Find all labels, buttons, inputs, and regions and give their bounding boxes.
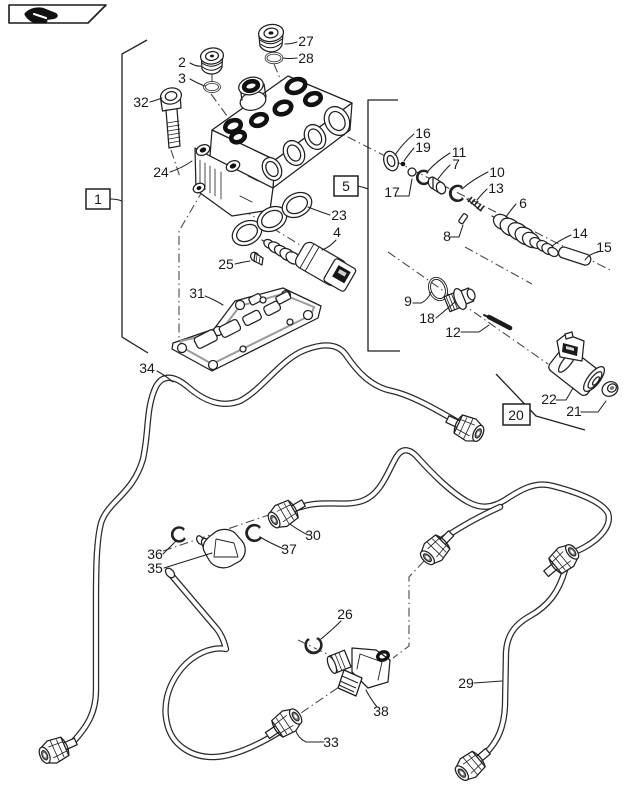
valve-body-24 [192,75,353,217]
callout-25: 25 [218,256,234,272]
solenoid-22 [548,331,605,396]
callout-21: 21 [566,403,582,419]
spool-6 [491,213,543,250]
callout-4: 4 [333,224,341,240]
ball-19 [400,161,406,167]
leader-lines [149,41,607,743]
tube-30-run [286,447,612,559]
bushing-7 [427,176,447,195]
group-bracket-1 [109,39,149,354]
washer-3 [203,81,221,93]
filter-plate-31 [171,287,322,372]
callout-5: 5 [342,178,350,194]
callout-19: 19 [415,139,431,155]
callout-9: 9 [404,293,412,309]
callout-box-20 [502,403,531,426]
callout-17: 17 [384,184,400,200]
pin-15 [557,246,592,266]
tube-nut-30 [263,491,311,534]
callout-box-1 [85,188,111,210]
callout-2: 2 [178,54,186,70]
callout-10: 10 [489,164,505,180]
gasket-23 [231,191,313,247]
plug-2 [199,47,225,75]
callout-20: 20 [508,407,524,423]
plug-27 [257,23,285,53]
callout-26: 26 [337,606,353,622]
spring-13 [466,196,485,212]
callout-22: 22 [541,391,557,407]
callout-36: 36 [147,546,163,562]
screw-25 [250,251,264,266]
callout-31: 31 [189,285,205,301]
o-ring-37 [245,523,262,543]
group-bracket-5 [357,99,400,352]
callout-box-5 [333,175,359,197]
group-bracket-20 [495,373,586,431]
callout-3: 3 [178,70,186,86]
callout-12: 12 [445,324,461,340]
callout-34: 34 [139,360,155,376]
callout-1: 1 [94,191,102,207]
callout-11: 11 [452,144,467,160]
o-ring-36 [170,526,186,543]
valve-14 [536,239,559,258]
tube-29 [482,566,569,757]
callout-7: 7 [452,156,460,172]
callout-32: 32 [133,94,149,110]
callout-18: 18 [419,310,435,326]
tube-nut [34,729,82,769]
callout-29: 29 [458,675,474,691]
nut-21 [601,381,619,397]
fitting-18 [443,287,476,313]
solenoid-valve-4 [261,238,357,292]
callout-30: 30 [305,527,321,543]
elbow-fitting-35 [195,528,246,569]
callout-24: 24 [153,164,169,180]
callout-14: 14 [572,225,588,241]
callout-23: 23 [331,207,347,223]
union-fitting-38 [326,647,391,697]
callout-28: 28 [298,50,314,66]
callout-35: 35 [147,560,163,576]
callout-15: 15 [596,239,612,255]
tube-33 [162,567,285,761]
o-ring-10 [448,184,464,203]
callout-16: 16 [415,125,431,141]
ring-17 [407,167,417,177]
callout-6: 6 [519,195,527,211]
washer-28 [264,51,284,65]
service-reference-icon [8,4,107,24]
pin-12 [483,314,513,331]
bolt-32 [159,87,183,149]
washer-16 [383,150,399,172]
o-ring-11 [415,169,430,186]
callout-13: 13 [488,180,504,196]
o-ring-26 [304,637,323,655]
callout-8: 8 [443,228,451,244]
tube-34 [54,342,467,757]
pin-8 [458,213,469,225]
callout-37: 37 [281,541,297,557]
callout-38: 38 [373,703,389,719]
callout-labels: 1 5 20 2 3 4 6 7 8 9 10 11 12 13 14 15 1… [85,33,612,750]
callout-27: 27 [298,33,314,49]
callout-33: 33 [323,734,339,750]
